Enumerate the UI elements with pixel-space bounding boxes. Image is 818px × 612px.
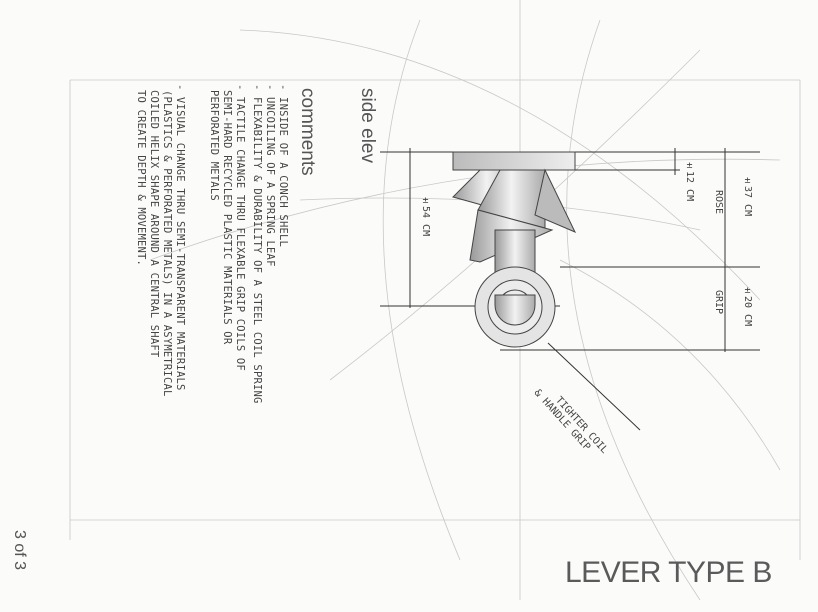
total-length-dimension: ±54 CM	[420, 195, 431, 237]
page-number: 3 of 3	[11, 530, 28, 571]
comment-line: TO CREATE DEPTH & MOVEMENT.	[135, 90, 147, 267]
grip-label: GRIP	[713, 290, 724, 315]
comment-line: PERFORATED METALS	[208, 90, 220, 201]
shaft-end	[494, 294, 536, 326]
comment-line: - TACTILE CHANGE THRU FLEXABLE GRIP COIL…	[234, 84, 246, 371]
lever-drawing	[452, 151, 577, 348]
rose-thickness-dimension: ±12 CM	[684, 160, 695, 202]
comment-line: - UNCOILING OF A SPRING LEAF	[264, 84, 276, 267]
comment-line: (PLASTICS & PERFORATED METALS) IN A ASYM…	[161, 90, 173, 397]
rose-plate	[452, 151, 576, 171]
rose-dimension: ±37 CM	[742, 175, 753, 217]
comment-line: - INSIDE OF A CONCH SHELL	[277, 84, 289, 248]
grip-dimension: ±20 CM	[742, 285, 753, 327]
rose-label: ROSE	[713, 190, 724, 215]
comment-line: - VISUAL CHANGE THRU SEMI-TRANSPARENT MA…	[174, 84, 186, 391]
sheet-title: LEVER TYPE B	[565, 556, 772, 589]
comment-line: SEMI-HARD RECYCLED PLASTIC MATERIALS OR	[221, 90, 233, 345]
comment-line: - FLEXABILITY & DURABILITY OF A STEEL CO…	[251, 84, 263, 404]
comments-heading: comments	[297, 88, 318, 176]
dimension-lines	[380, 148, 760, 431]
comment-line: COILED HELIX SHAPE AROUND A CENTRAL SHAF…	[148, 90, 160, 358]
view-label: side elev	[357, 88, 378, 163]
